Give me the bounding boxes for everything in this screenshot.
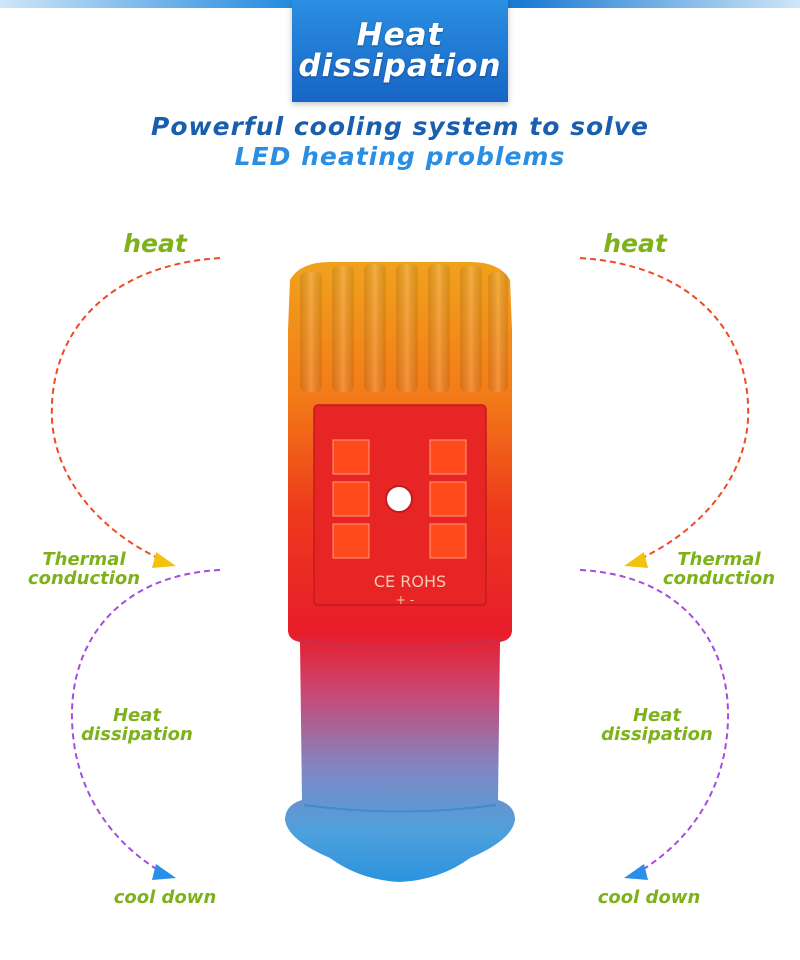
right-heat-label: heat: [603, 229, 667, 258]
left-thermal-arrow: [152, 552, 176, 568]
bulb-marking: CE ROHS: [374, 572, 446, 591]
right-thermal-line-1: Thermal: [677, 549, 761, 570]
left-thermal-label: Thermal conduction: [20, 550, 148, 588]
led-chips-right: [429, 439, 467, 559]
left-dissip-arc: [70, 569, 221, 871]
left-thermal-line-2: conduction: [27, 568, 141, 589]
right-dissip-label: Heat dissipation: [592, 706, 722, 744]
heat-sink-fins: [300, 264, 508, 392]
right-thermal-line-2: conduction: [662, 568, 776, 589]
title-line-1: Heat: [356, 17, 444, 53]
led-chips-left: [332, 439, 370, 559]
right-heat-arc: [579, 257, 750, 559]
subtitle-line-2: LED heating problems: [234, 142, 566, 171]
left-cool-label: cool down: [113, 887, 217, 908]
left-dissip-label: Heat dissipation: [72, 706, 202, 744]
left-heat-arc: [50, 257, 221, 559]
left-dissip-line-1: Heat: [112, 705, 162, 726]
left-cool-arrow: [152, 864, 176, 880]
left-heat-label: heat: [123, 229, 187, 258]
led-bulb: CE ROHS + -: [285, 262, 515, 882]
right-cool-label: cool down: [597, 887, 701, 908]
right-dissip-line-2: dissipation: [601, 724, 713, 745]
center-hole: [385, 485, 413, 513]
left-thermal-line-1: Thermal: [42, 549, 126, 570]
title-line-2: dissipation: [298, 48, 502, 84]
right-thermal-label: Thermal conduction: [652, 550, 786, 588]
right-dissip-arc: [579, 569, 730, 871]
left-dissip-line-2: dissipation: [81, 724, 193, 745]
right-thermal-arrow: [624, 552, 648, 568]
bulb-polarity: + -: [396, 593, 414, 607]
right-dissip-line-1: Heat: [632, 705, 682, 726]
subtitle-line-1: Powerful cooling system to solve: [151, 112, 649, 141]
right-cool-arrow: [624, 864, 648, 880]
title-banner: Heat dissipation: [292, 0, 508, 102]
